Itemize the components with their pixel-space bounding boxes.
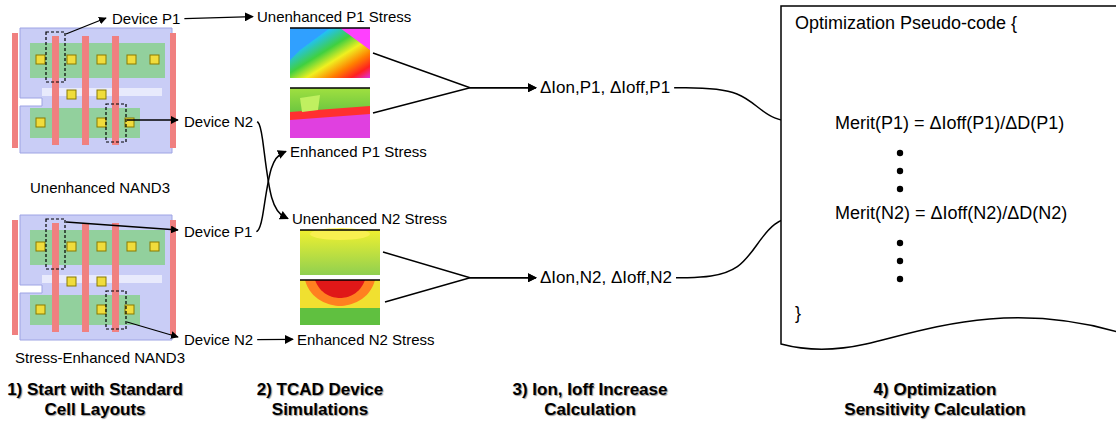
stress-label: Enhanced N2 Stress bbox=[297, 331, 435, 348]
stress-map-enhanced-n2 bbox=[300, 279, 380, 281]
stress-map-enhanced-p1 bbox=[290, 88, 370, 138]
step-label: 2) TCAD Device Simulations bbox=[235, 380, 405, 421]
flow-arrow bbox=[257, 122, 288, 219]
stress-map-unenhanced-p1 bbox=[340, 28, 370, 50]
device-callout: Device N2 bbox=[182, 329, 255, 350]
stress-map-unenhanced-n2 bbox=[300, 228, 380, 275]
layout-heading: Stress-Enhanced NAND3 bbox=[15, 349, 185, 366]
ellipsis-dot bbox=[897, 240, 903, 246]
enhanced-layout bbox=[12, 215, 176, 340]
code-line: Merit(N2) = ΔIoff(N2)/ΔD(N2) bbox=[835, 203, 1067, 224]
stress-label: Unenhanced P1 Stress bbox=[257, 8, 411, 25]
leader-line bbox=[127, 322, 178, 337]
stress-map-unenhanced-n2 bbox=[300, 229, 380, 231]
stress-map-unenhanced-p1 bbox=[290, 28, 370, 78]
stress-map-enhanced-n2 bbox=[305, 280, 375, 306]
code-line: } bbox=[795, 303, 801, 324]
current-delta-text: ΔIon,N2, ΔIoff,N2 bbox=[540, 268, 672, 288]
code-line: Merit(P1) = ΔIoff(P1)/ΔD(P1) bbox=[835, 113, 1064, 134]
stress-map-enhanced-n2 bbox=[300, 280, 380, 308]
ellipsis-dot bbox=[897, 276, 903, 282]
leader-line bbox=[66, 18, 106, 34]
step-label: 4) Optimization Sensitivity Calculation bbox=[833, 380, 1038, 421]
leader-line bbox=[127, 119, 178, 120]
stress-map-unenhanced-p1 bbox=[290, 28, 370, 78]
layout-heading: Unenhanced NAND3 bbox=[30, 179, 170, 196]
step-label: 3) Ion, Ioff Increase Calculation bbox=[498, 380, 683, 421]
stress-map-enhanced-n2 bbox=[315, 280, 365, 298]
flow-arrow bbox=[373, 53, 536, 88]
device-callout: Device P1 bbox=[182, 221, 254, 242]
stress-map-enhanced-p1 bbox=[300, 95, 320, 112]
callout-text: Device P1 bbox=[184, 223, 252, 240]
stress-label: Enhanced P1 Stress bbox=[290, 143, 427, 160]
ellipsis-dot bbox=[897, 168, 903, 174]
ellipsis-dot bbox=[897, 258, 903, 264]
flow-arrow bbox=[257, 339, 293, 341]
leader-line bbox=[66, 18, 178, 337]
stress-result: Unenhanced P1 Stress bbox=[255, 6, 413, 82]
cell-layout-group: Stress-Enhanced NAND3Device P1Device N2 bbox=[5, 205, 195, 368]
unenhanced-layout bbox=[12, 28, 176, 153]
document-outline bbox=[780, 5, 1116, 350]
device-callout: Device N2 bbox=[182, 111, 255, 132]
code-line: Optimization Pseudo-code { bbox=[795, 13, 1017, 34]
flow-arrow bbox=[256, 151, 286, 231]
current-delta: ΔIon,N2, ΔIoff,N2 bbox=[538, 266, 674, 290]
stress-map-enhanced-n2 bbox=[300, 280, 380, 325]
flow-arrow bbox=[383, 252, 536, 278]
step-label: 1) Start with Standard Cell Layouts bbox=[0, 380, 190, 421]
stress-map-enhanced-p1 bbox=[290, 87, 370, 89]
stress-map-unenhanced-p1 bbox=[290, 28, 330, 60]
ellipsis-dot bbox=[897, 150, 903, 156]
device-callout: Device P1 bbox=[110, 8, 182, 29]
stress-map-enhanced-n2 bbox=[300, 280, 380, 325]
cell-layout-group: Unenhanced NAND3Device P1Device N2 bbox=[5, 2, 195, 198]
stress-result: Unenhanced N2 Stress bbox=[290, 208, 449, 280]
ellipsis-dot bbox=[897, 186, 903, 192]
document-shape bbox=[781, 6, 1116, 349]
callout-text: Device N2 bbox=[184, 331, 253, 348]
flow-arrow bbox=[373, 88, 536, 113]
stress-map-unenhanced-p1 bbox=[290, 27, 370, 29]
stress-label: Unenhanced N2 Stress bbox=[292, 210, 447, 227]
current-delta: ΔIon,P1, ΔIoff,P1 bbox=[538, 76, 672, 100]
current-delta-text: ΔIon,P1, ΔIoff,P1 bbox=[540, 78, 670, 98]
flow-arrow bbox=[385, 278, 536, 302]
callout-text: Device N2 bbox=[184, 113, 253, 130]
stress-result: Enhanced P1 Stress bbox=[288, 86, 438, 162]
pseudo-code-document: Optimization Pseudo-code { Merit(P1) = ΔI… bbox=[780, 5, 1116, 350]
callout-text: Device P1 bbox=[112, 10, 180, 27]
flow-arrow bbox=[184, 17, 253, 19]
stress-map-enhanced-p1 bbox=[290, 88, 370, 138]
stress-result: Enhanced N2 Stress bbox=[295, 278, 445, 350]
leader-line bbox=[66, 222, 178, 230]
